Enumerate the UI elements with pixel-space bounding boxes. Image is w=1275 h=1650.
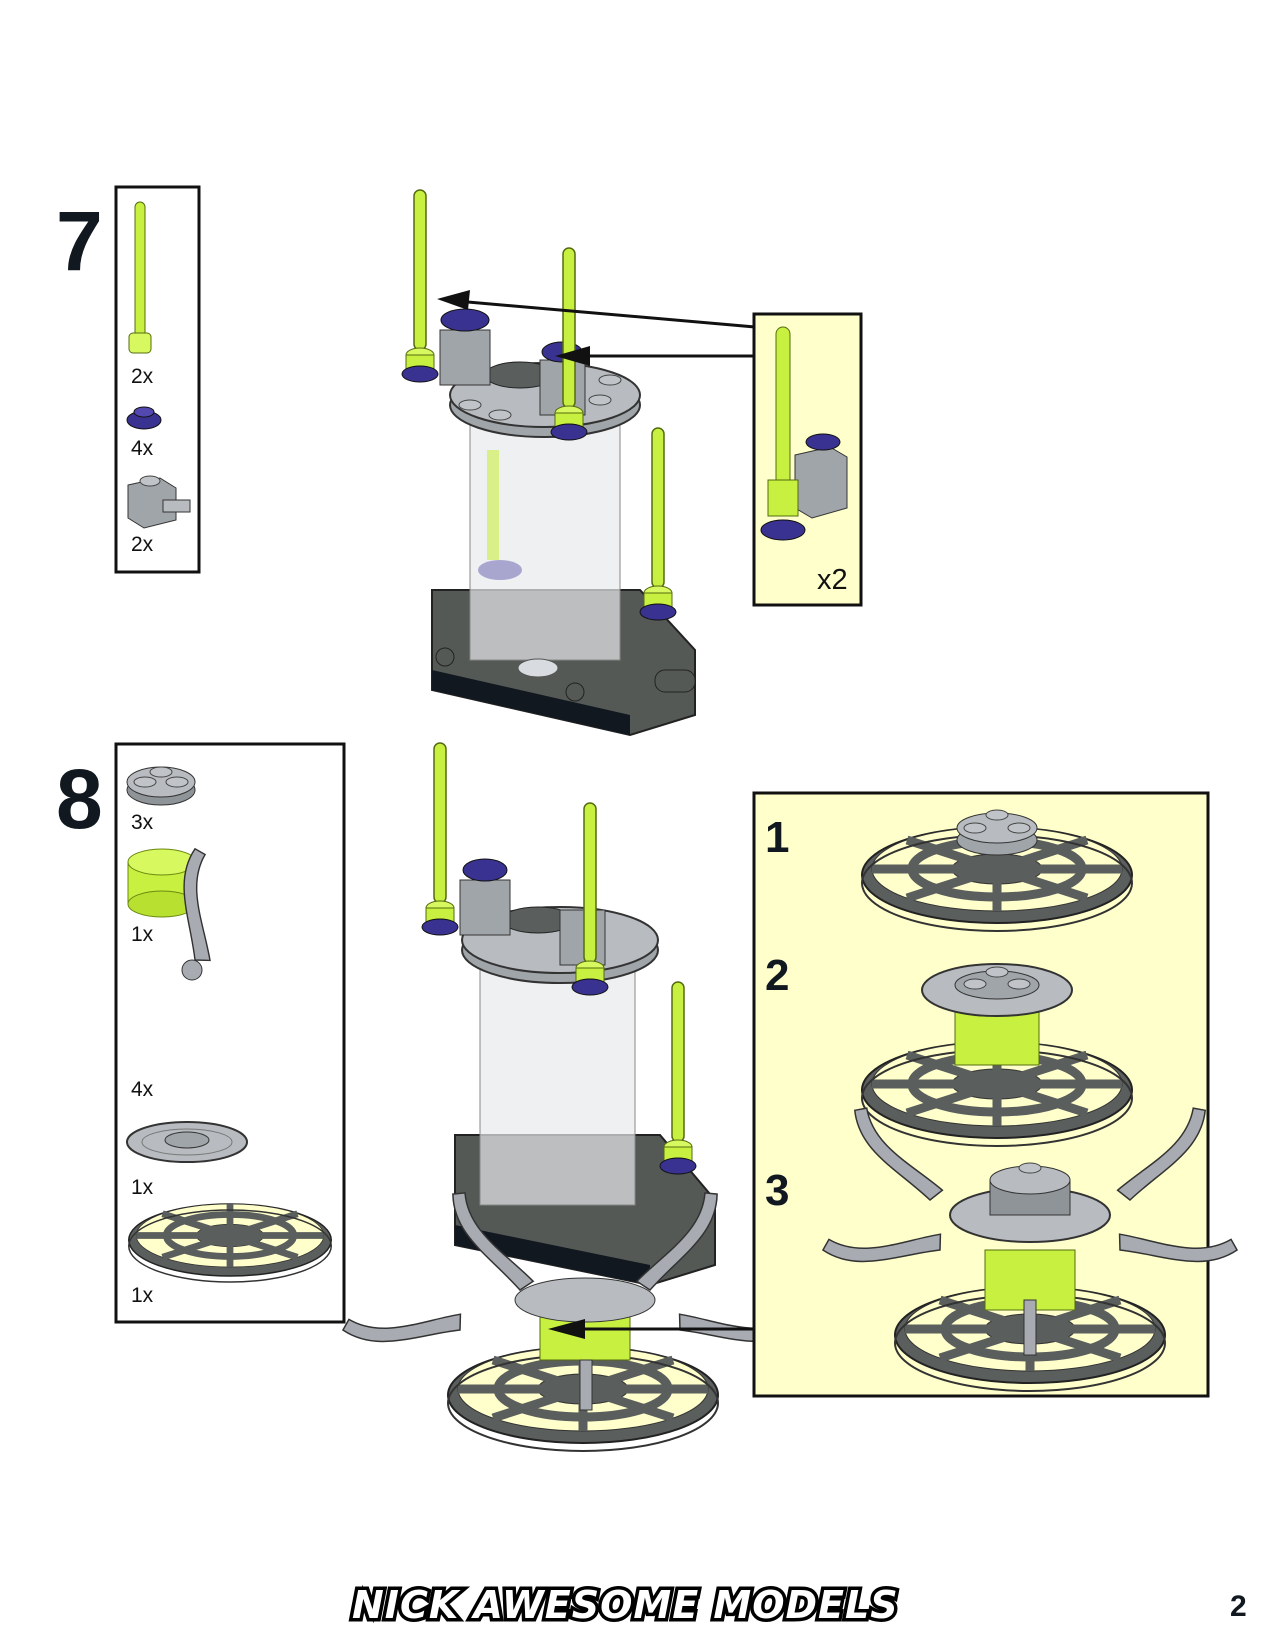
part-qty: 4x: [131, 1078, 154, 1101]
substep-1-illustration: [862, 809, 1132, 931]
part-qty: 2x: [131, 533, 154, 556]
substep-number: 3: [765, 1166, 789, 1215]
part-qty: 3x: [131, 811, 154, 834]
parts-list-step-7: 2x 4x 2x: [114, 185, 201, 574]
parts-list-step-8: 3x 1x 4x 1x 1x: [114, 742, 346, 1324]
step-number: 7: [56, 194, 103, 288]
part-qty: 4x: [131, 437, 154, 460]
part-qty: 1x: [131, 1176, 154, 1199]
substep-number: 2: [765, 951, 789, 1000]
substep-2-illustration: [862, 963, 1132, 1146]
step-7-model-illustration: [401, 189, 756, 737]
step-8-callout: 1 2 3: [752, 791, 1239, 1398]
grey-bar-plate-icon: [126, 1121, 248, 1163]
page-number: 2: [1230, 1590, 1247, 1623]
step-8-model-illustration: [341, 742, 799, 1451]
brand-logo: NICK AWESOME MODELS: [352, 1583, 899, 1627]
step-number: 8: [56, 752, 103, 846]
grey-clip-brick-icon: [127, 475, 191, 529]
antenna-part-icon: [128, 201, 152, 354]
callout-multiplier: x2: [817, 564, 848, 596]
grey-round-plate-icon: [126, 766, 196, 806]
substep-number: 1: [765, 813, 789, 862]
part-qty: 2x: [131, 365, 154, 388]
substep-3-illustration: [821, 1090, 1239, 1391]
grey-claw-icon: [156, 847, 245, 981]
part-qty: 1x: [131, 1284, 154, 1307]
callout-arrow: [444, 298, 756, 329]
dark-blue-round-plate-icon: [126, 406, 162, 430]
step-7-callout: x2: [752, 312, 863, 607]
part-qty: 1x: [131, 923, 154, 946]
